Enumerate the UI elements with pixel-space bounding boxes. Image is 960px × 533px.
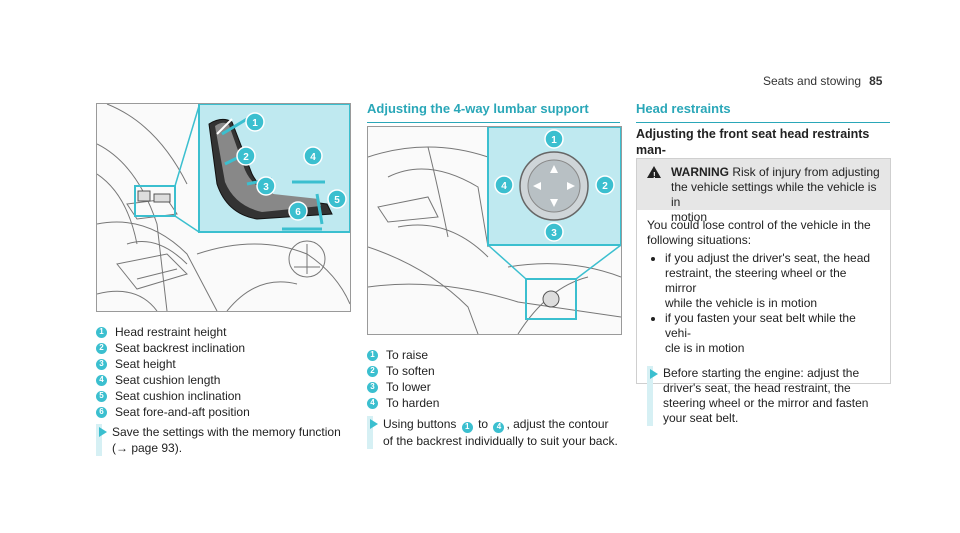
svg-text:2: 2 — [243, 152, 249, 163]
figure1-callouts: 1 2 3 4 5 6 — [236, 112, 347, 221]
callout-5: 5 — [327, 189, 347, 209]
warning-box: ! WARNING Risk of injury from adjusting … — [636, 158, 891, 426]
warning-header: ! WARNING Risk of injury from adjusting … — [637, 159, 890, 224]
arrow-right-icon — [99, 427, 107, 437]
callout-4: 4 — [494, 175, 514, 195]
warning-bullet: if you adjust the driver's seat, the hea… — [665, 251, 880, 311]
head-restraint-instruction: Before starting the engine: adjust the d… — [647, 366, 880, 426]
svg-text:3: 3 — [263, 182, 269, 193]
lumbar-instruction: Using buttons 1 to 4, adjust the contour… — [367, 416, 633, 449]
callout-3: 3 — [544, 222, 564, 242]
page-header: Seats and stowing 85 — [763, 74, 882, 88]
callout-4: 4 — [303, 146, 323, 166]
callout-2: 2 — [236, 146, 256, 166]
callout-1: 1 — [245, 112, 265, 132]
arrow-right-icon — [650, 369, 658, 379]
callout-6: 6 — [288, 201, 308, 221]
callout-3: 3 — [256, 176, 276, 196]
svg-text:5: 5 — [334, 195, 340, 206]
warning-triangle-icon: ! — [647, 166, 661, 180]
seat-controls-illustration: 1 2 3 4 5 6 — [97, 104, 350, 311]
memory-instruction: Save the settings with the memory functi… — [96, 424, 362, 456]
figure2-callouts: 1 2 3 4 — [494, 129, 615, 242]
warning-bullet: if you fasten your seat belt while the v… — [665, 311, 880, 356]
svg-text:3: 3 — [551, 228, 557, 239]
page-number: 85 — [869, 74, 883, 88]
svg-text:4: 4 — [310, 152, 316, 163]
lumbar-section-title: Adjusting the 4-way lumbar support — [367, 101, 620, 123]
head-restraints-title: Head restraints — [636, 101, 890, 123]
svg-text:4: 4 — [501, 181, 507, 192]
section-name: Seats and stowing — [763, 74, 862, 88]
callout-2: 2 — [595, 175, 615, 195]
arrow-right-icon — [370, 419, 378, 429]
svg-text:2: 2 — [602, 181, 608, 192]
seat-controls-figure: 1 2 3 4 5 6 — [96, 103, 351, 312]
callout-1: 1 — [544, 129, 564, 149]
lumbar-illustration: 1 2 3 4 — [368, 127, 621, 334]
svg-text:1: 1 — [551, 135, 557, 146]
svg-text:1: 1 — [252, 118, 258, 129]
warning-body: You could lose control of the vehicle in… — [637, 210, 890, 426]
svg-text:6: 6 — [295, 207, 301, 218]
lumbar-figure: 1 2 3 4 — [367, 126, 622, 335]
warning-label: WARNING — [671, 165, 729, 179]
